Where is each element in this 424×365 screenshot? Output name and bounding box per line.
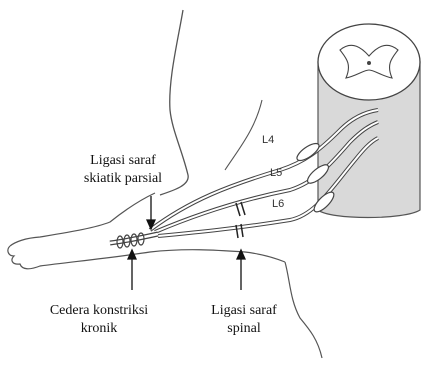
label-chronic-constriction-injury: Cedera konstriksi kronik <box>20 302 178 338</box>
label-spinal-nerve-line1: Ligasi saraf <box>184 302 304 320</box>
label-chronic-constriction-line1: Cedera konstriksi <box>20 302 178 320</box>
root-label-l6: L6 <box>272 198 284 210</box>
root-label-l5: L5 <box>270 167 282 179</box>
label-partial-sciatic-line1: Ligasi saraf <box>44 152 202 170</box>
label-partial-sciatic-line2: skiatik parsial <box>44 170 202 188</box>
back-outline <box>225 100 262 170</box>
arrows <box>128 196 245 290</box>
spinal-ligation-mark-l5-a <box>236 203 240 216</box>
spinal-ligation-mark-l5-b <box>241 202 245 215</box>
central-canal <box>367 61 371 65</box>
label-spinal-nerve-ligation: Ligasi saraf spinal <box>184 302 304 338</box>
label-partial-sciatic-ligation: Ligasi saraf skiatik parsial <box>44 152 202 188</box>
root-label-l4: L4 <box>262 134 274 146</box>
label-chronic-constriction-line2: kronik <box>20 320 178 338</box>
label-spinal-nerve-line2: spinal <box>184 320 304 338</box>
